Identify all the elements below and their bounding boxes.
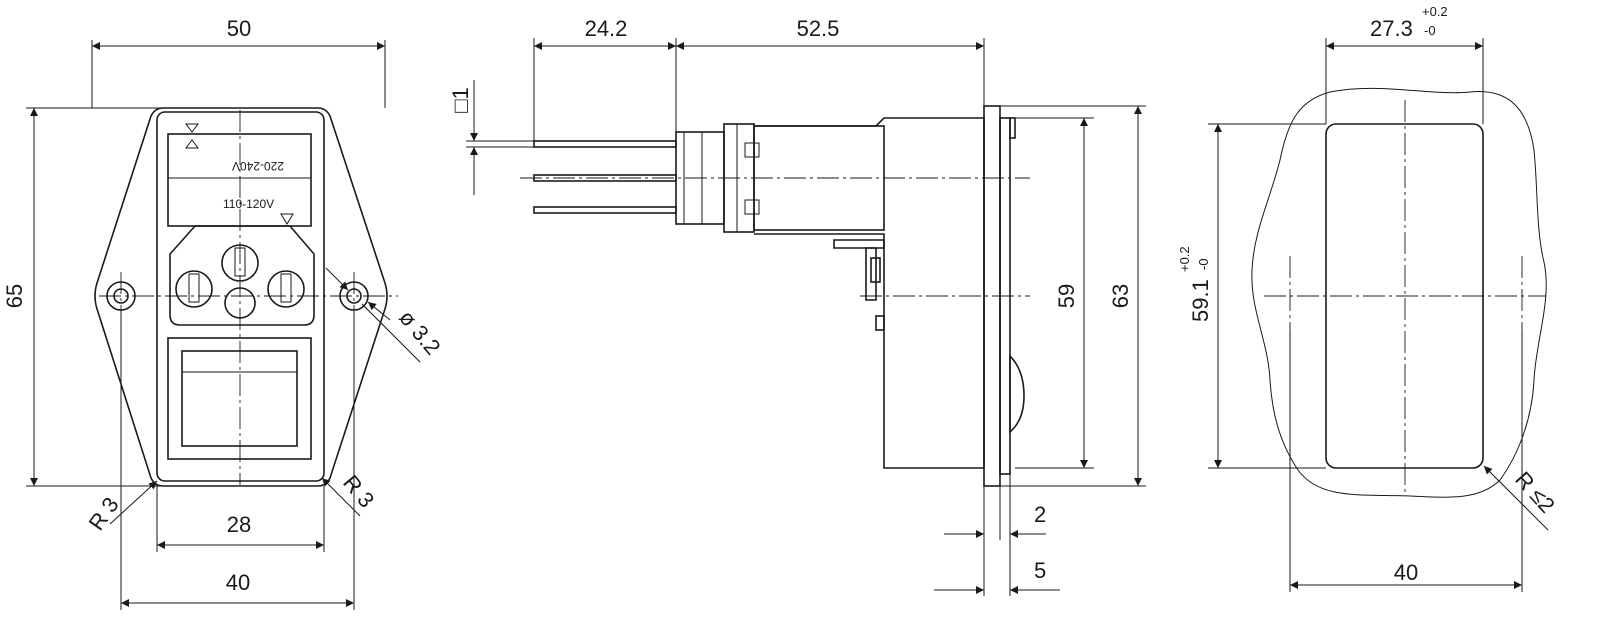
pin-bottom xyxy=(533,206,677,214)
tol-height-plus: +0.2 xyxy=(1177,246,1192,272)
dim-hole-dia: ø 3.2 xyxy=(394,305,445,359)
radius-right: R 3 xyxy=(338,470,379,512)
dim-outer-height-63: 63 xyxy=(1108,284,1133,308)
dim-pins-24-2: 24.2 xyxy=(585,16,628,41)
dim-cutout-40: 40 xyxy=(1394,560,1418,585)
tol-height-minus: -0 xyxy=(1196,258,1211,270)
label-220-240v: 220-240V xyxy=(232,159,284,173)
iec-socket xyxy=(169,225,315,326)
dim-cutout-height: 59.1 xyxy=(1188,279,1213,322)
indicator-triangle-icon xyxy=(280,213,294,225)
dim-inner-28: 28 xyxy=(227,512,251,537)
side-body xyxy=(754,117,985,469)
switch-frame xyxy=(167,337,312,460)
front-flange xyxy=(94,107,388,487)
switch-rocker xyxy=(181,350,298,447)
dim-2: 2 xyxy=(1034,502,1046,527)
dim-inner-height-59: 59 xyxy=(1054,284,1079,308)
radius-left: R 3 xyxy=(84,492,124,534)
panel-outline xyxy=(1251,87,1547,498)
dim-height-65: 65 xyxy=(2,284,27,308)
dim-pin-square: □1 xyxy=(448,87,473,113)
front-body xyxy=(156,111,325,482)
tol-width-plus: +0.2 xyxy=(1422,4,1448,19)
dim-cutout-width: 27.3 xyxy=(1370,16,1413,41)
tol-width-minus: -0 xyxy=(1424,23,1436,38)
dim-5: 5 xyxy=(1034,558,1046,583)
radius-cutout: R ≤2 xyxy=(1510,467,1560,518)
side-switch xyxy=(1009,354,1025,434)
label-110-120v: 110-120V xyxy=(223,197,274,211)
contact-left xyxy=(175,270,213,308)
side-view: 24.2 52.5 □1 59 63 2 5 xyxy=(448,16,1146,596)
dim-width-50: 50 xyxy=(227,16,251,41)
dim-body-52-5: 52.5 xyxy=(797,16,840,41)
pin-top xyxy=(533,140,677,148)
contact-right xyxy=(267,270,305,308)
top-indicator-icon xyxy=(185,123,199,149)
cutout-view: 27.3 +0.2 -0 59.1 +0.2 -0 40 R ≤2 xyxy=(1177,4,1560,592)
front-view: 220-240V 110-120V 50 xyxy=(2,16,446,610)
dim-outer-40: 40 xyxy=(226,570,250,595)
